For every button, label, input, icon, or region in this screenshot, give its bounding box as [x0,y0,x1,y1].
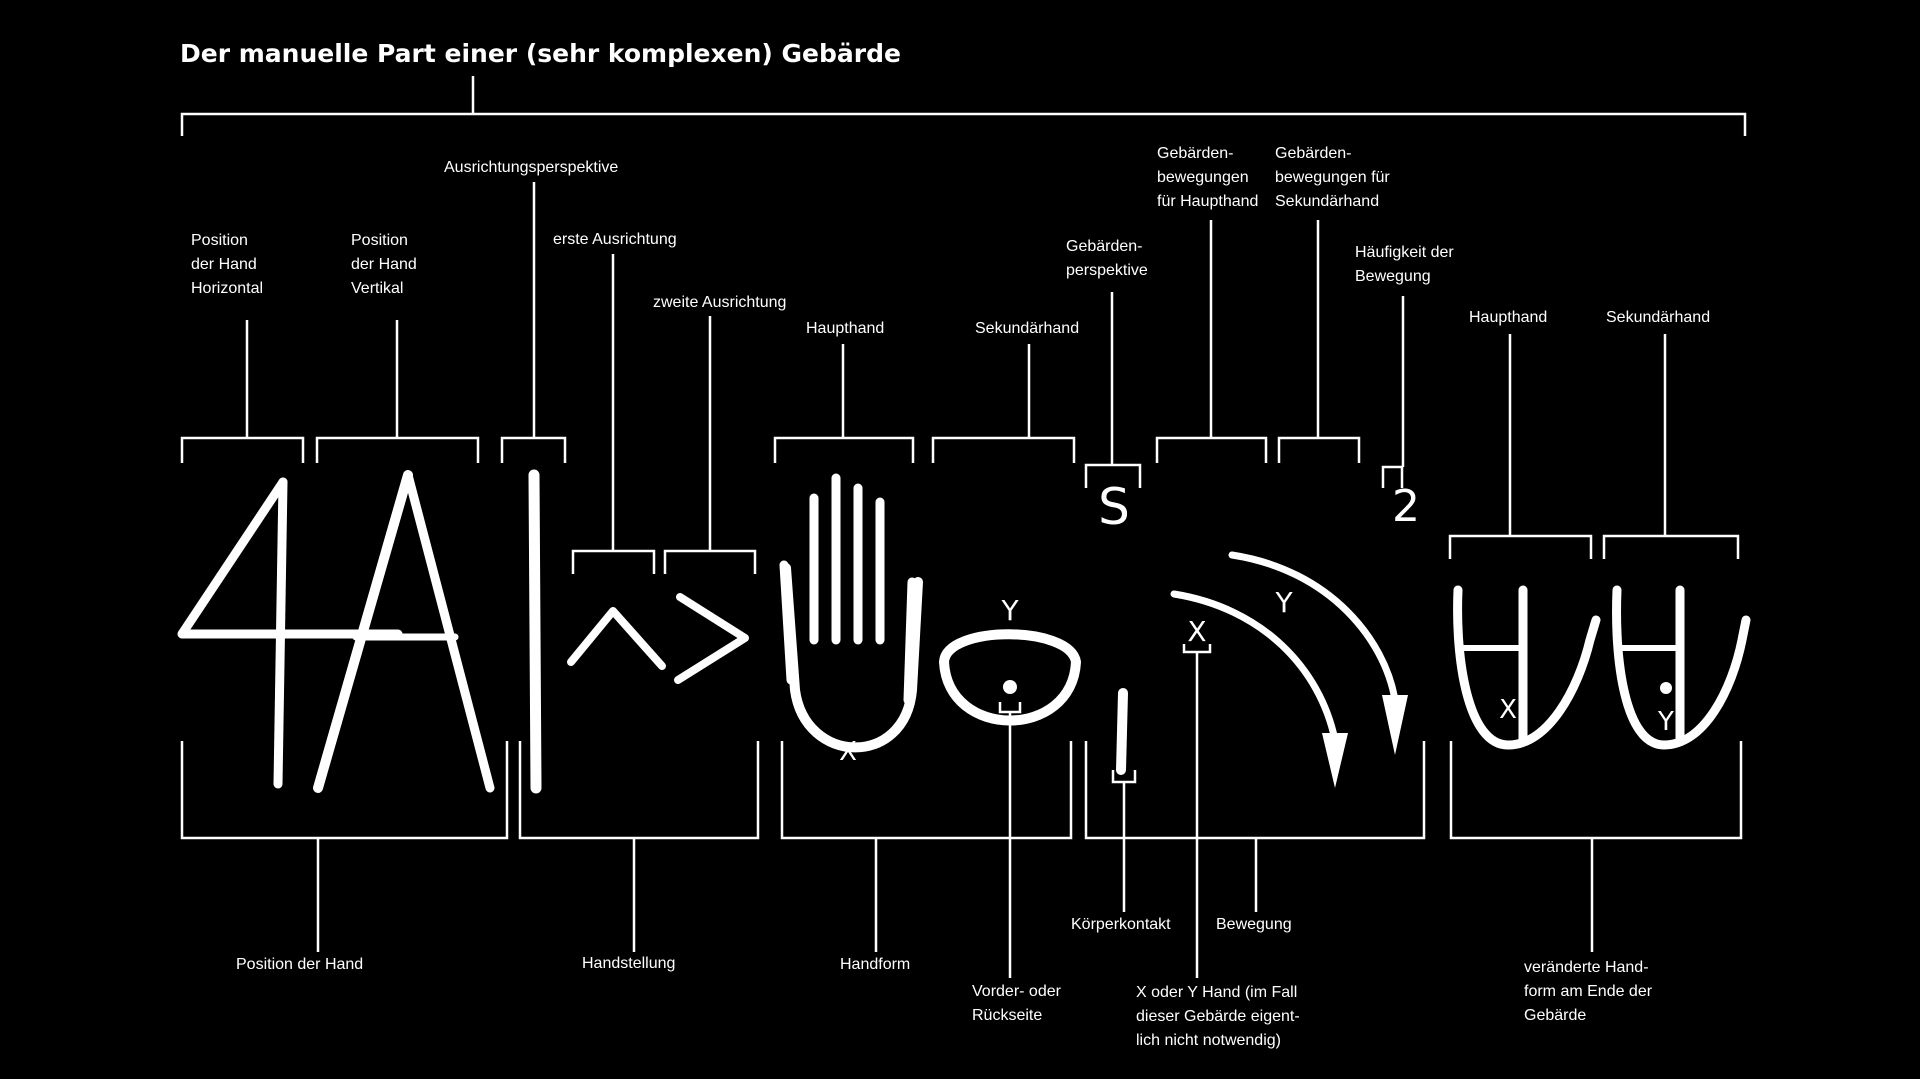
glyph-main-handshape: X [779,473,923,767]
glyph-four [177,477,403,789]
label-sekundaerhand: Sekundärhand [975,320,1079,337]
label-erste-ausrichtung: erste Ausrichtung [553,231,677,248]
label-haeufigkeit: Häufigkeit der Bewegung [1355,244,1458,285]
glyph-secondary-handshape: Y [939,594,1081,726]
label-end-sekundaerhand: Sekundärhand [1606,309,1710,326]
top-brackets [180,182,1740,574]
bottom-brackets [180,652,1743,978]
glyph-y-secondary: Y [1000,594,1019,627]
label-handstellung: Handstellung [582,955,675,972]
top-overall-bracket [180,76,1747,136]
label-koerperkontakt: Körperkontakt [1071,916,1171,933]
label-gebaerdenperspektive: Gebärden- perspektive [1066,238,1148,279]
glyph-x-movement: X [1187,615,1206,648]
label-ausrichtungsperspektive: Ausrichtungsperspektive [444,159,618,176]
glyph-movement-secondary: Y [1228,551,1408,755]
glyph-frequency-two: 2 [1392,481,1420,532]
label-xy-hand: X oder Y Hand (im Fall dieser Gebärde ei… [1136,984,1304,1049]
glyph-caret-right [674,593,749,684]
label-vorder-rueckseite: Vorder- oder Rückseite [972,983,1065,1024]
label-position-der-hand: Position der Hand [236,956,363,973]
glyph-letter-a [313,470,495,793]
label-handform: Handform [840,956,910,973]
label-end-haupthand: Haupthand [1469,309,1547,326]
glyph-movement-main: X [1170,590,1348,788]
glyph-perspective-s: S [1098,478,1130,536]
glyph-y-movement: Y [1274,586,1293,619]
glyph-orientation-bar [528,469,542,794]
glyph-x-main: X [839,737,857,767]
glyph-x-end: X [1499,695,1517,725]
glyph-caret-up [567,607,666,670]
glyph-end-secondary-handshape: Y [1612,585,1751,750]
label-position-horizontal: Position der Hand Horizontal [191,232,263,297]
label-bewegungen-sekundaerhand: Gebärden- bewegungen für Sekundärhand [1275,145,1394,210]
glyph-y-end: Y [1657,707,1674,737]
glyph-end-main-handshape: X [1453,585,1601,750]
label-bewegung: Bewegung [1216,916,1292,933]
label-zweite-ausrichtung: zweite Ausrichtung [653,294,786,311]
label-bewegungen-haupthand: Gebärden- bewegungen für Haupthand [1157,145,1258,210]
diagram-title: Der manuelle Part einer (sehr komplexen)… [180,39,901,68]
glyph-body-contact [1111,688,1137,784]
label-position-vertical: Position der Hand Vertikal [351,232,421,297]
label-haupthand: Haupthand [806,320,884,337]
label-veraenderte-handform: veränderte Hand- form am Ende der Gebärd… [1524,959,1657,1024]
